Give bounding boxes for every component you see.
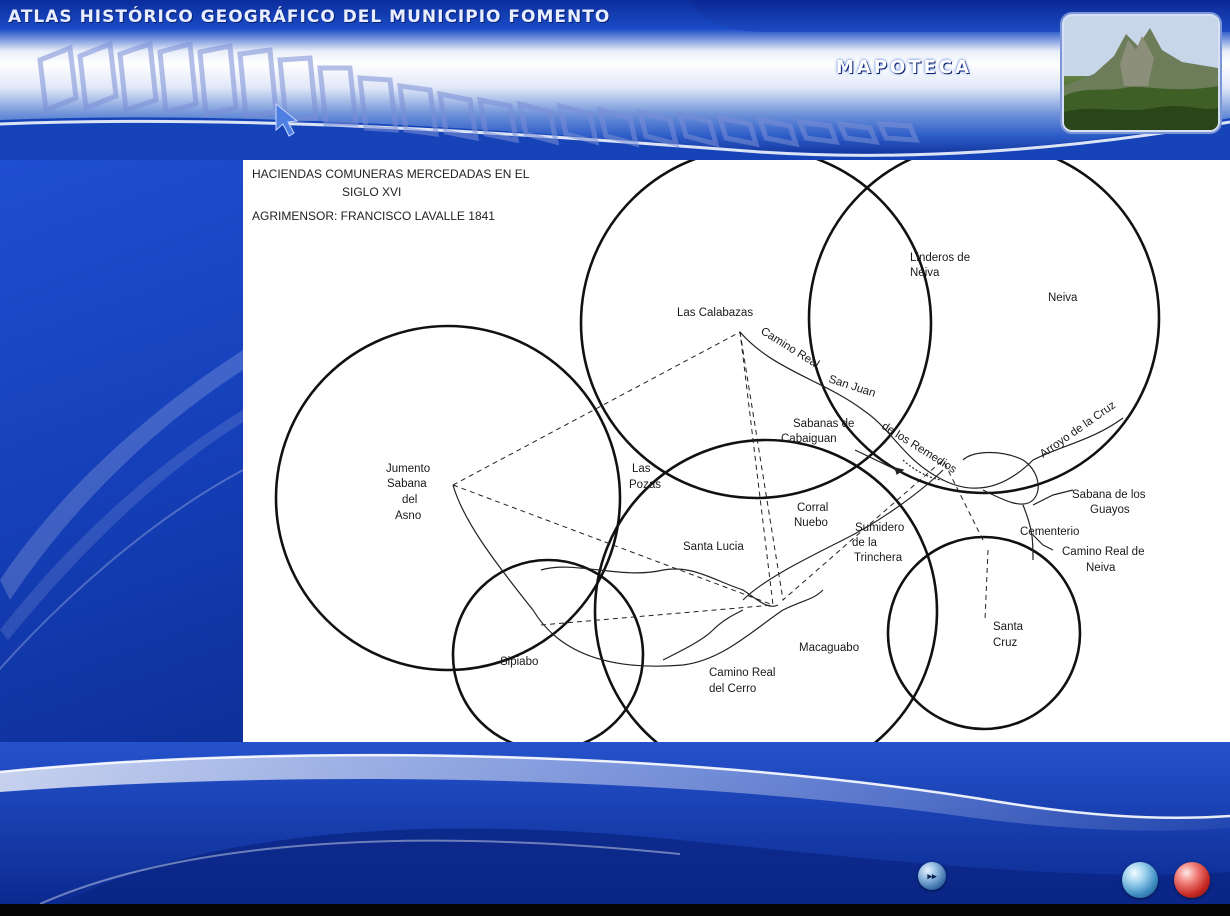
label-camino-cerro-line1: Camino Real [709,667,775,679]
label-linderos-line1: Linderos de [910,252,970,264]
landscape-photo-icon [1064,16,1218,130]
app-title: ATLAS HISTÓRICO GEOGRÁFICO DEL MUNICIPIO… [8,7,611,27]
label-macaguabo: Macaguabo [799,642,859,654]
circle-santa-cruz [886,535,1082,731]
label-jumento-line3: del [402,494,417,506]
circle-sipiabo [451,558,645,742]
sidebar-panel [0,160,243,742]
label-camino-neiva-line2: Neiva [1086,562,1116,574]
label-pozas-line1: Las [632,463,651,475]
bottom-bar [0,904,1230,916]
label-pozas-line2: Pozas [629,479,661,491]
label-sumidero-line3: Trinchera [854,552,903,564]
map-title-line2: SIGLO XVI [342,185,402,199]
footer-banner [0,742,1230,904]
label-sumidero-line1: Sumidero [855,522,904,534]
circle-jumento [274,324,622,672]
label-santa-cruz-line2: Cruz [993,637,1018,649]
label-santa-lucia: Santa Lucia [683,541,744,553]
header-decoration [0,0,1230,160]
label-camino-neiva-line1: Camino Real de [1062,546,1144,558]
circle-calabazas [579,160,933,500]
label-san-juan: San Juan [827,373,877,399]
label-santa-cruz-line1: Santa [993,621,1024,633]
label-corral-line1: Corral [797,502,828,514]
map-surveyor: AGRIMENSOR: FRANCISCO LAVALLE 1841 [252,209,495,223]
circle-neiva [807,160,1161,495]
map-title-line1: HACIENDAS COMUNERAS MERCEDADAS EN EL [252,167,530,181]
label-jumento-line1: Jumento [386,463,430,475]
blue-nav-button[interactable] [1122,862,1158,898]
hacienda-map: Linderos de Neiva Neiva Las Calabazas Ca… [274,160,1161,742]
next-button[interactable]: ▸▸ [918,862,946,890]
map-panel: HACIENDAS COMUNERAS MERCEDADAS EN EL SIG… [243,160,1230,742]
label-neiva: Neiva [1048,292,1078,304]
label-sipiabo: Sipiabo [500,656,538,668]
fast-forward-icon: ▸▸ [927,871,937,881]
label-sabanas-line2: Cabaiguan [781,433,837,445]
label-guayos-line1: Sabana de los [1072,489,1146,501]
label-corral-line2: Nuebo [794,517,828,529]
label-arroyo: Arroyo de la Cruz [1038,399,1118,460]
label-linderos-line2: Neiva [910,267,940,279]
label-calabazas: Las Calabazas [677,307,753,319]
circle-santa-lucia [593,438,939,742]
sidebar-decoration [0,350,243,671]
header-landscape-photo [1062,14,1220,132]
label-guayos-line2: Guayos [1090,504,1130,516]
red-exit-button[interactable] [1174,862,1210,898]
label-jumento-line2: Sabana [387,478,427,490]
label-cementerio: Cementerio [1020,526,1079,538]
cursor-arrow-icon [275,102,299,137]
label-jumento-line4: Asno [395,510,421,522]
label-camino-cerro-line2: del Cerro [709,683,756,695]
footer-decoration [0,742,1230,904]
label-sumidero-line2: de la [852,537,878,549]
label-sabanas-line1: Sabanas de [793,418,854,430]
header-banner: ATLAS HISTÓRICO GEOGRÁFICO DEL MUNICIPIO… [0,0,1230,160]
section-title: MAPOTECA [836,57,973,78]
